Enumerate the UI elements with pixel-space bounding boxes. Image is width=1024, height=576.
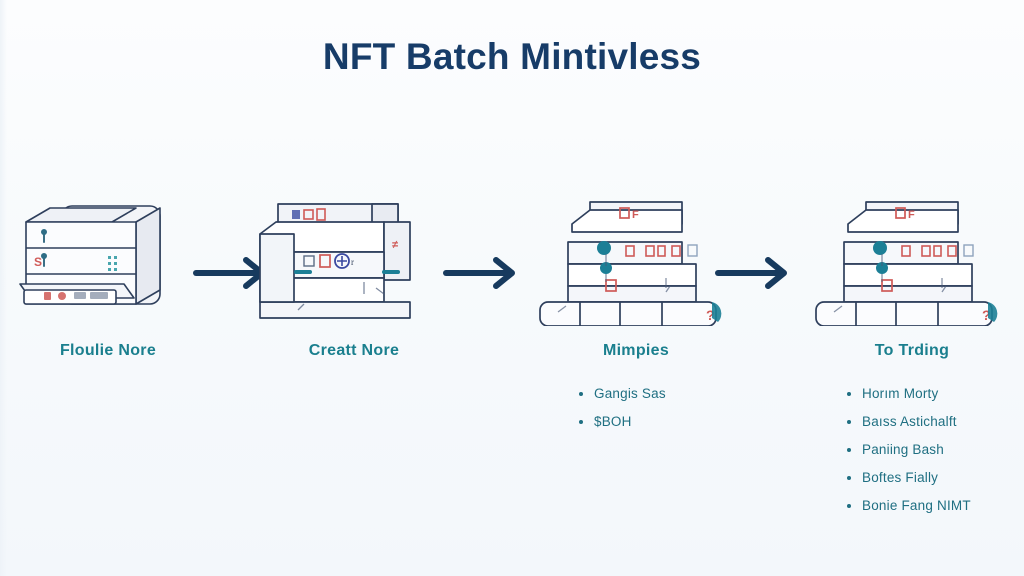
svg-text:≠: ≠ — [392, 239, 398, 251]
step-label: To Trding — [874, 342, 950, 359]
list-item: Paniing Bash — [846, 442, 1020, 457]
step-2: r ≠ Creatt Nore — [246, 186, 462, 360]
svg-text:F: F — [908, 209, 915, 221]
step-3-bullet-list: Gangis Sas $BOH — [578, 386, 744, 429]
arrow-step3-to-step4 — [715, 257, 787, 289]
step-label: Mimpies — [602, 342, 670, 359]
tiered-blocks-illustration: F ? — [539, 201, 722, 326]
page-title: NFT Batch Mintivless — [322, 36, 702, 77]
list-item: Boftes Fially — [846, 470, 1020, 485]
svg-text:?: ? — [982, 307, 991, 323]
svg-text:F: F — [632, 209, 639, 221]
step-label: Floulie Nore — [59, 342, 157, 359]
step-4: F ? To Trding — [804, 186, 1020, 526]
step-4-bullet-list: Horım Morty Baıss Astichalft Paniing Bas… — [846, 386, 1020, 513]
list-item: $BOH — [578, 414, 744, 429]
step-label: Creatt Nore — [308, 342, 400, 359]
arrow-step2-to-step3 — [443, 257, 515, 289]
list-item: Gangis Sas — [578, 386, 744, 401]
tiered-blocks-illustration: F ? — [815, 201, 998, 326]
step-3: F ? Mimpies — [528, 186, 744, 442]
list-item: Horım Morty — [846, 386, 1020, 401]
svg-text:S: S — [34, 255, 42, 269]
svg-text:r: r — [351, 257, 354, 267]
step-1: S Floulie Nore — [0, 186, 216, 360]
cabinet-box-illustration: S — [19, 205, 161, 305]
list-item: Bonie Fang NIMT — [846, 498, 1020, 513]
list-item: Baıss Astichalft — [846, 414, 1020, 429]
stacked-layers-illustration: r ≠ — [259, 203, 411, 319]
svg-text:?: ? — [706, 307, 715, 323]
